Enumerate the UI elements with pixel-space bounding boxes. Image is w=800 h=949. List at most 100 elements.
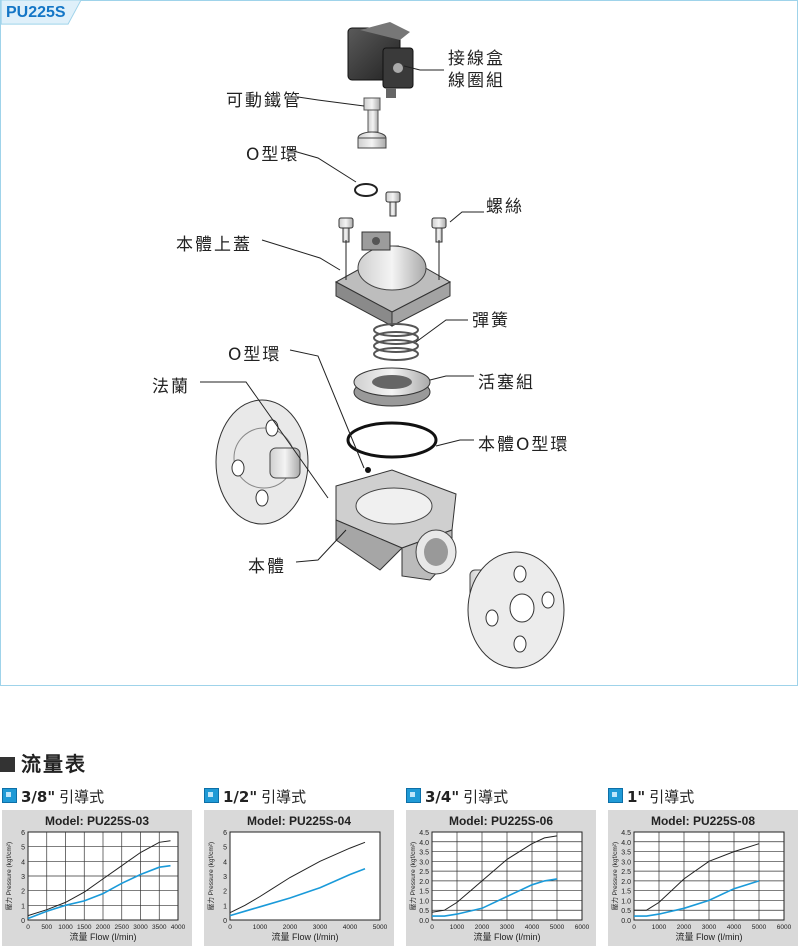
y-tick-label: 4 xyxy=(21,859,25,866)
y-tick-label: 0.5 xyxy=(621,908,631,915)
y-tick-label: 5 xyxy=(21,845,25,852)
chart-bullet-icon xyxy=(204,788,219,803)
series-line-black xyxy=(229,841,366,914)
y-tick-label: 2 xyxy=(223,889,227,896)
series-line-blue xyxy=(634,880,760,917)
chart-size: 1" xyxy=(627,788,646,806)
valve-parts-drawing xyxy=(200,22,565,669)
y-tick-label: 2.5 xyxy=(419,869,429,876)
x-tick-label: 6000 xyxy=(777,924,792,931)
y-tick-label: 6 xyxy=(21,830,25,837)
y-tick-label: 3.0 xyxy=(621,859,631,866)
flow-table-title: 流量表 xyxy=(0,748,87,777)
chart-heading: 3/4"引導式 xyxy=(406,786,508,807)
y-axis-label: 壓力 Pressure (kgf/cm²) xyxy=(4,842,13,910)
x-axis-label: 流量 Flow (l/min) xyxy=(676,931,743,942)
y-tick-label: 0.5 xyxy=(419,908,429,915)
y-tick-label: 1.5 xyxy=(419,889,429,896)
chart-guide: 引導式 xyxy=(261,788,307,806)
oring-body xyxy=(346,421,438,459)
x-tick-label: 2000 xyxy=(96,924,111,931)
square-bullet-icon xyxy=(0,757,15,772)
x-tick-label: 3000 xyxy=(133,924,148,931)
callout-piston-set: 活塞組 xyxy=(478,373,535,393)
series-line-black xyxy=(431,835,558,913)
x-tick-label: 3000 xyxy=(702,924,717,931)
x-tick-label: 2000 xyxy=(283,924,298,931)
flange-right xyxy=(467,551,565,669)
x-tick-label: 0 xyxy=(632,924,636,931)
series-line-blue xyxy=(27,864,171,920)
y-tick-label: 2.0 xyxy=(419,879,429,886)
coil-junction-box xyxy=(347,22,414,98)
flange-left xyxy=(215,399,309,525)
model-tab xyxy=(0,0,82,25)
chart-bullet-icon xyxy=(2,788,17,803)
chart-guide: 引導式 xyxy=(59,788,105,806)
x-tick-label: 3500 xyxy=(152,924,167,931)
x-tick-label: 4000 xyxy=(171,924,186,931)
x-tick-label: 1000 xyxy=(652,924,667,931)
x-tick-label: 5000 xyxy=(752,924,767,931)
callout-coil-set: 線圈組 xyxy=(448,71,505,91)
y-tick-label: 1.0 xyxy=(621,898,631,905)
x-axis-label: 流量 Flow (l/min) xyxy=(474,931,541,942)
x-tick-label: 2000 xyxy=(677,924,692,931)
callout-body: 本體 xyxy=(248,557,286,577)
chart-title: Model: PU225S-06 xyxy=(449,814,553,828)
x-tick-label: 1500 xyxy=(77,924,92,931)
y-tick-label: 3 xyxy=(21,874,25,881)
series-line-blue xyxy=(229,867,366,917)
plunger-tube xyxy=(357,97,387,149)
x-tick-label: 5000 xyxy=(373,924,388,931)
y-tick-label: 2.0 xyxy=(621,879,631,886)
x-tick-label: 4000 xyxy=(343,924,358,931)
y-tick-label: 3.5 xyxy=(621,850,631,857)
chart-size: 1/2" xyxy=(223,788,258,806)
x-tick-label: 1000 xyxy=(253,924,268,931)
y-tick-label: 3.0 xyxy=(419,859,429,866)
y-tick-label: 0.0 xyxy=(621,918,631,925)
series-line-blue xyxy=(432,878,558,917)
x-axis-label: 流量 Flow (l/min) xyxy=(70,931,137,942)
x-tick-label: 500 xyxy=(41,924,52,931)
y-tick-label: 1 xyxy=(21,903,25,910)
chart-heading: 1/2"引導式 xyxy=(204,786,306,807)
y-tick-label: 3.5 xyxy=(419,850,429,857)
y-tick-label: 0.0 xyxy=(419,918,429,925)
y-tick-label: 2.5 xyxy=(621,869,631,876)
y-tick-label: 5 xyxy=(223,845,227,852)
x-tick-label: 6000 xyxy=(575,924,590,931)
y-tick-label: 2 xyxy=(21,889,25,896)
x-tick-label: 2500 xyxy=(115,924,130,931)
y-tick-label: 4.0 xyxy=(419,840,429,847)
chart-heading: 3/8"引導式 xyxy=(2,786,104,807)
x-tick-label: 1000 xyxy=(58,924,73,931)
x-tick-label: 2000 xyxy=(475,924,490,931)
chart-heading: 1"引導式 xyxy=(608,786,694,807)
x-tick-label: 1000 xyxy=(450,924,465,931)
callout-plunger-tube: 可動鐵管 xyxy=(226,91,302,111)
y-axis-label: 壓力 Pressure (kgf/cm²) xyxy=(408,842,417,910)
y-tick-label: 0 xyxy=(21,918,25,925)
chart-guide: 引導式 xyxy=(463,788,509,806)
y-tick-label: 3 xyxy=(223,874,227,881)
callout-screws: 螺絲 xyxy=(486,197,524,217)
y-tick-label: 4 xyxy=(223,859,227,866)
y-axis-label: 壓力 Pressure (kgf/cm²) xyxy=(610,842,619,910)
x-tick-label: 3000 xyxy=(500,924,515,931)
y-tick-label: 4.5 xyxy=(621,830,631,837)
chart-title: Model: PU225S-04 xyxy=(247,814,351,828)
chart-bullet-icon xyxy=(608,788,623,803)
chart-size: 3/8" xyxy=(21,788,56,806)
y-tick-label: 1.5 xyxy=(621,889,631,896)
piston xyxy=(353,367,431,407)
y-tick-label: 1 xyxy=(223,903,227,910)
